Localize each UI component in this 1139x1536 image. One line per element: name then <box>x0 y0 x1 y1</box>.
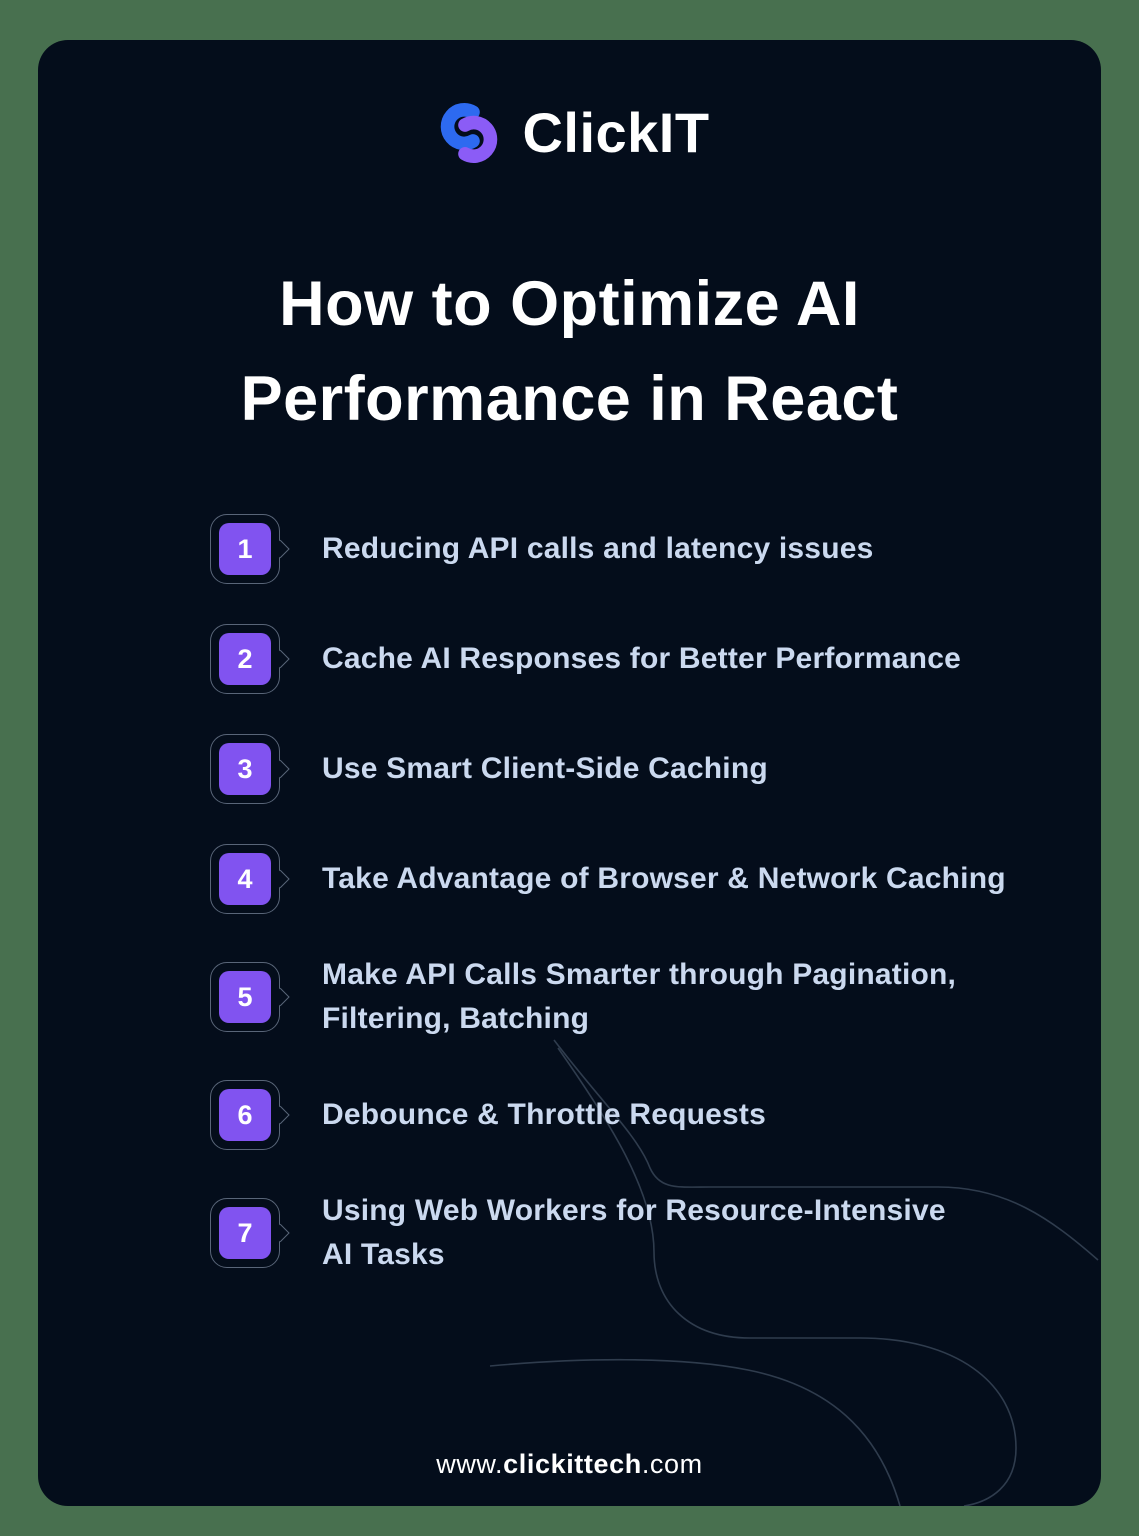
step-label: Reducing API calls and latency issues <box>322 532 874 565</box>
step-number-badge: 6 <box>210 1080 290 1150</box>
list-item-4: 4 Take Advantage of Browser & Network Ca… <box>210 843 1101 915</box>
url-prefix: www. <box>436 1449 504 1479</box>
page-title: How to Optimize AI Performance in React <box>38 257 1101 447</box>
list-item-7: 7 Using Web Workers for Resource-Intensi… <box>210 1189 1101 1277</box>
url-suffix: .com <box>641 1449 703 1479</box>
clickit-chain-link-icon <box>441 102 498 163</box>
chevron-right-icon <box>271 649 290 669</box>
step-number-badge: 4 <box>210 844 290 914</box>
chevron-right-icon <box>271 1105 290 1125</box>
brand-name: ClickIT <box>522 101 710 164</box>
chevron-right-icon <box>271 1223 290 1243</box>
list-item-3: 3 Use Smart Client-Side Caching <box>210 733 1101 805</box>
list-item-6: 6 Debounce & Throttle Requests <box>210 1079 1101 1151</box>
step-label: Take Advantage of Browser & Network Cach… <box>322 862 1006 895</box>
chevron-right-icon <box>271 869 290 889</box>
step-number: 1 <box>219 523 271 575</box>
step-label: Using Web Workers for Resource-Intensive… <box>322 1194 946 1271</box>
list-item-2: 2 Cache AI Responses for Better Performa… <box>210 623 1101 695</box>
step-label: Cache AI Responses for Better Performanc… <box>322 642 961 675</box>
brand-logo: ClickIT <box>38 40 1101 165</box>
step-number: 2 <box>219 633 271 685</box>
step-number-badge: 5 <box>210 962 290 1032</box>
step-label: Use Smart Client-Side Caching <box>322 752 768 785</box>
step-label: Debounce & Throttle Requests <box>322 1098 766 1131</box>
step-number-badge: 2 <box>210 624 290 694</box>
chevron-right-icon <box>271 539 290 559</box>
step-number: 6 <box>219 1089 271 1141</box>
list-item-5: 5 Make API Calls Smarter through Paginat… <box>210 953 1101 1041</box>
step-number-badge: 3 <box>210 734 290 804</box>
chevron-right-icon <box>271 987 290 1007</box>
step-number-badge: 7 <box>210 1198 290 1268</box>
step-number: 7 <box>219 1207 271 1259</box>
steps-list: 1 Reducing API calls and latency issues … <box>210 513 1101 1277</box>
step-number: 3 <box>219 743 271 795</box>
infographic-card: ClickIT How to Optimize AI Performance i… <box>38 40 1101 1506</box>
list-item-1: 1 Reducing API calls and latency issues <box>210 513 1101 585</box>
step-label: Make API Calls Smarter through Paginatio… <box>322 958 957 1035</box>
title-line-1: How to Optimize AI <box>279 269 860 339</box>
step-number: 4 <box>219 853 271 905</box>
step-number: 5 <box>219 971 271 1023</box>
chevron-right-icon <box>271 759 290 779</box>
title-line-2: Performance in React <box>240 364 899 434</box>
step-number-badge: 1 <box>210 514 290 584</box>
website-url: www.clickittech.com <box>38 1449 1101 1480</box>
url-domain: clickittech <box>503 1449 642 1479</box>
